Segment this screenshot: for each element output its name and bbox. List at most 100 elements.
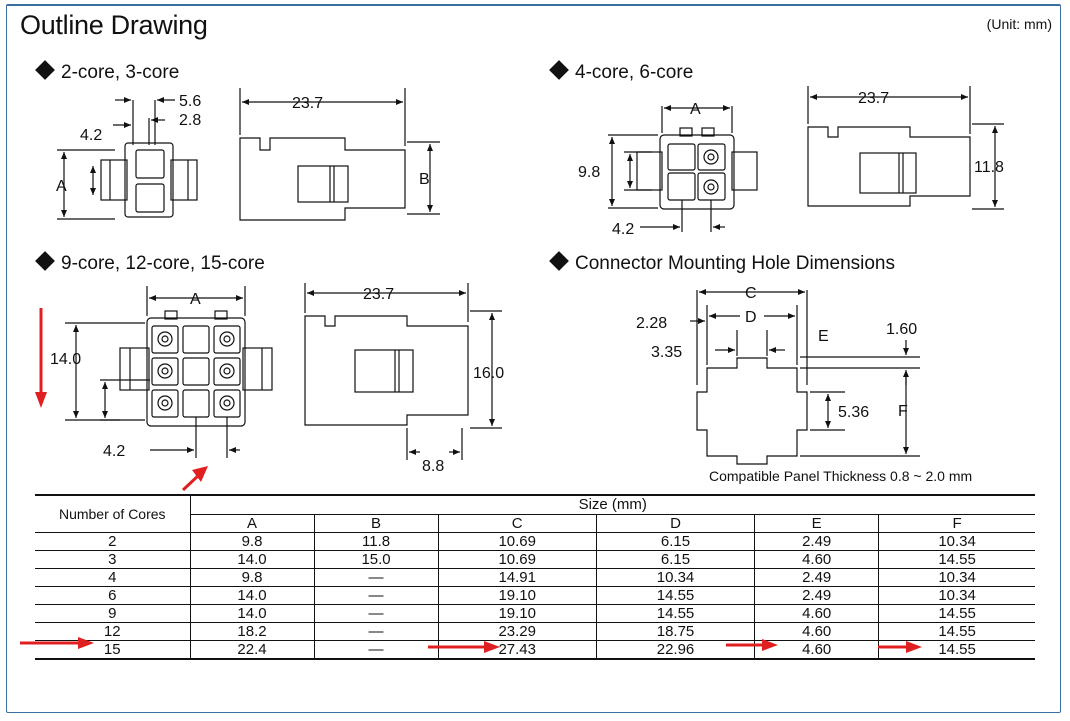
table-cell: 10.34 [878,532,1035,551]
table-cell: 14.0 [190,604,315,623]
table-cell: 2.49 [754,568,880,587]
table-cell: 4.60 [754,640,880,660]
section-label: Connector Mounting Hole Dimensions [575,253,895,274]
table-cell: 4 [35,568,191,587]
table-cell: 2 [35,532,191,551]
table-cell: 2.49 [754,586,880,605]
dim-label: D [745,309,757,326]
table-cell: 4.60 [754,550,880,569]
dim-label: 8.8 [422,458,444,475]
dim-label: 1.60 [886,321,917,338]
section-label: 2-core, 3-core [61,62,180,83]
dim-label: F [898,403,908,420]
table-cell: 9.8 [190,568,315,587]
side-view-2-3-core [239,88,440,221]
dim-label: E [818,328,829,345]
table-cell: 10.69 [438,532,597,551]
table-cell: 6.15 [596,532,756,551]
table-cell: 19.10 [438,586,597,605]
table-cell: — [314,586,439,605]
section-mounting-hole: Connector Mounting Hole Dimensions [549,251,895,275]
dim-label: 23.7 [363,286,394,303]
dim-label: 14.0 [50,351,81,368]
table-cell: 11.8 [314,532,439,551]
table-cell: 22.96 [596,640,756,660]
table-cell: 10.69 [438,550,597,569]
table-cell: 9 [35,604,191,623]
table-cell: 10.34 [596,568,756,587]
side-view-4-6-core [807,86,1004,210]
panel-thickness-note: Compatible Panel Thickness 0.8 ~ 2.0 mm [709,468,973,484]
outline-drawings: 5.6 2.8 4.2 A 23.7 B A 9.8 4.2 23.7 11.8… [50,86,1004,475]
red-arrow-down-icon [35,308,47,408]
table-cell: 4.60 [754,604,880,623]
outline-frame [6,4,1061,713]
section-label: 4-core, 6-core [575,62,694,83]
red-arrow-right-icon [20,637,94,649]
dim-label: 9.8 [578,164,600,181]
column-header: E [754,514,880,533]
dim-label: B [419,171,430,188]
dim-label: 23.7 [858,90,889,107]
table-cell: 6.15 [596,550,756,569]
table-cell: 4.60 [754,622,880,641]
dim-label: 2.28 [636,315,667,332]
dim-label: 4.2 [103,443,125,460]
table-cell: 14.55 [878,604,1035,623]
table-cell: 14.0 [190,550,315,569]
dim-label: 4.2 [612,221,634,238]
unit-label: (Unit: mm) [986,16,1052,32]
table-cell: 15 [35,640,191,660]
column-header: A [190,514,315,533]
table-cell: 3 [35,550,191,569]
table-cell: 14.55 [878,622,1035,641]
column-header: D [596,514,756,533]
table-cell: 23.29 [438,622,597,641]
table-cell: 14.91 [438,568,597,587]
dim-label: A [690,101,701,118]
table-cell: 27.43 [438,640,597,660]
table-cell: — [314,568,439,587]
table-cell: 14.55 [878,550,1035,569]
red-arrow-right-icon [428,641,500,653]
page-title: Outline Drawing [20,10,208,40]
table-cell: 18.2 [190,622,315,641]
mounting-hole-drawing [690,289,920,465]
table-cell: 14.55 [596,586,756,605]
column-header: F [878,514,1035,533]
table-cell: 14.0 [190,586,315,605]
section-9-12-15-core: 9-core, 12-core, 15-core [35,251,265,275]
dim-label: 16.0 [473,365,504,382]
table-cell: 10.34 [878,568,1035,587]
table-cell: 15.0 [314,550,439,569]
front-view-9-12-15-core [65,286,273,458]
front-view-2-3-core [57,97,198,220]
dim-label: C [745,285,757,302]
dim-label: 5.6 [179,93,201,110]
table-cell: 14.55 [878,640,1035,660]
dim-label: A [56,178,67,195]
table-cell: 22.4 [190,640,315,660]
table-cell: 19.10 [438,604,597,623]
dim-label: 23.7 [292,95,323,112]
front-view-4-6-core [608,105,758,232]
red-arrow-diagonal-icon [181,466,208,492]
table-cell: 14.55 [596,604,756,623]
table-cell: 12 [35,622,191,641]
column-header: B [314,514,439,533]
table-cell: 18.75 [596,622,756,641]
dim-label: 3.35 [651,344,682,361]
column-header: C [438,514,597,533]
table-cell: 9.8 [190,532,315,551]
table-cell: — [314,622,439,641]
side-view-9-12-15-core [304,283,502,460]
